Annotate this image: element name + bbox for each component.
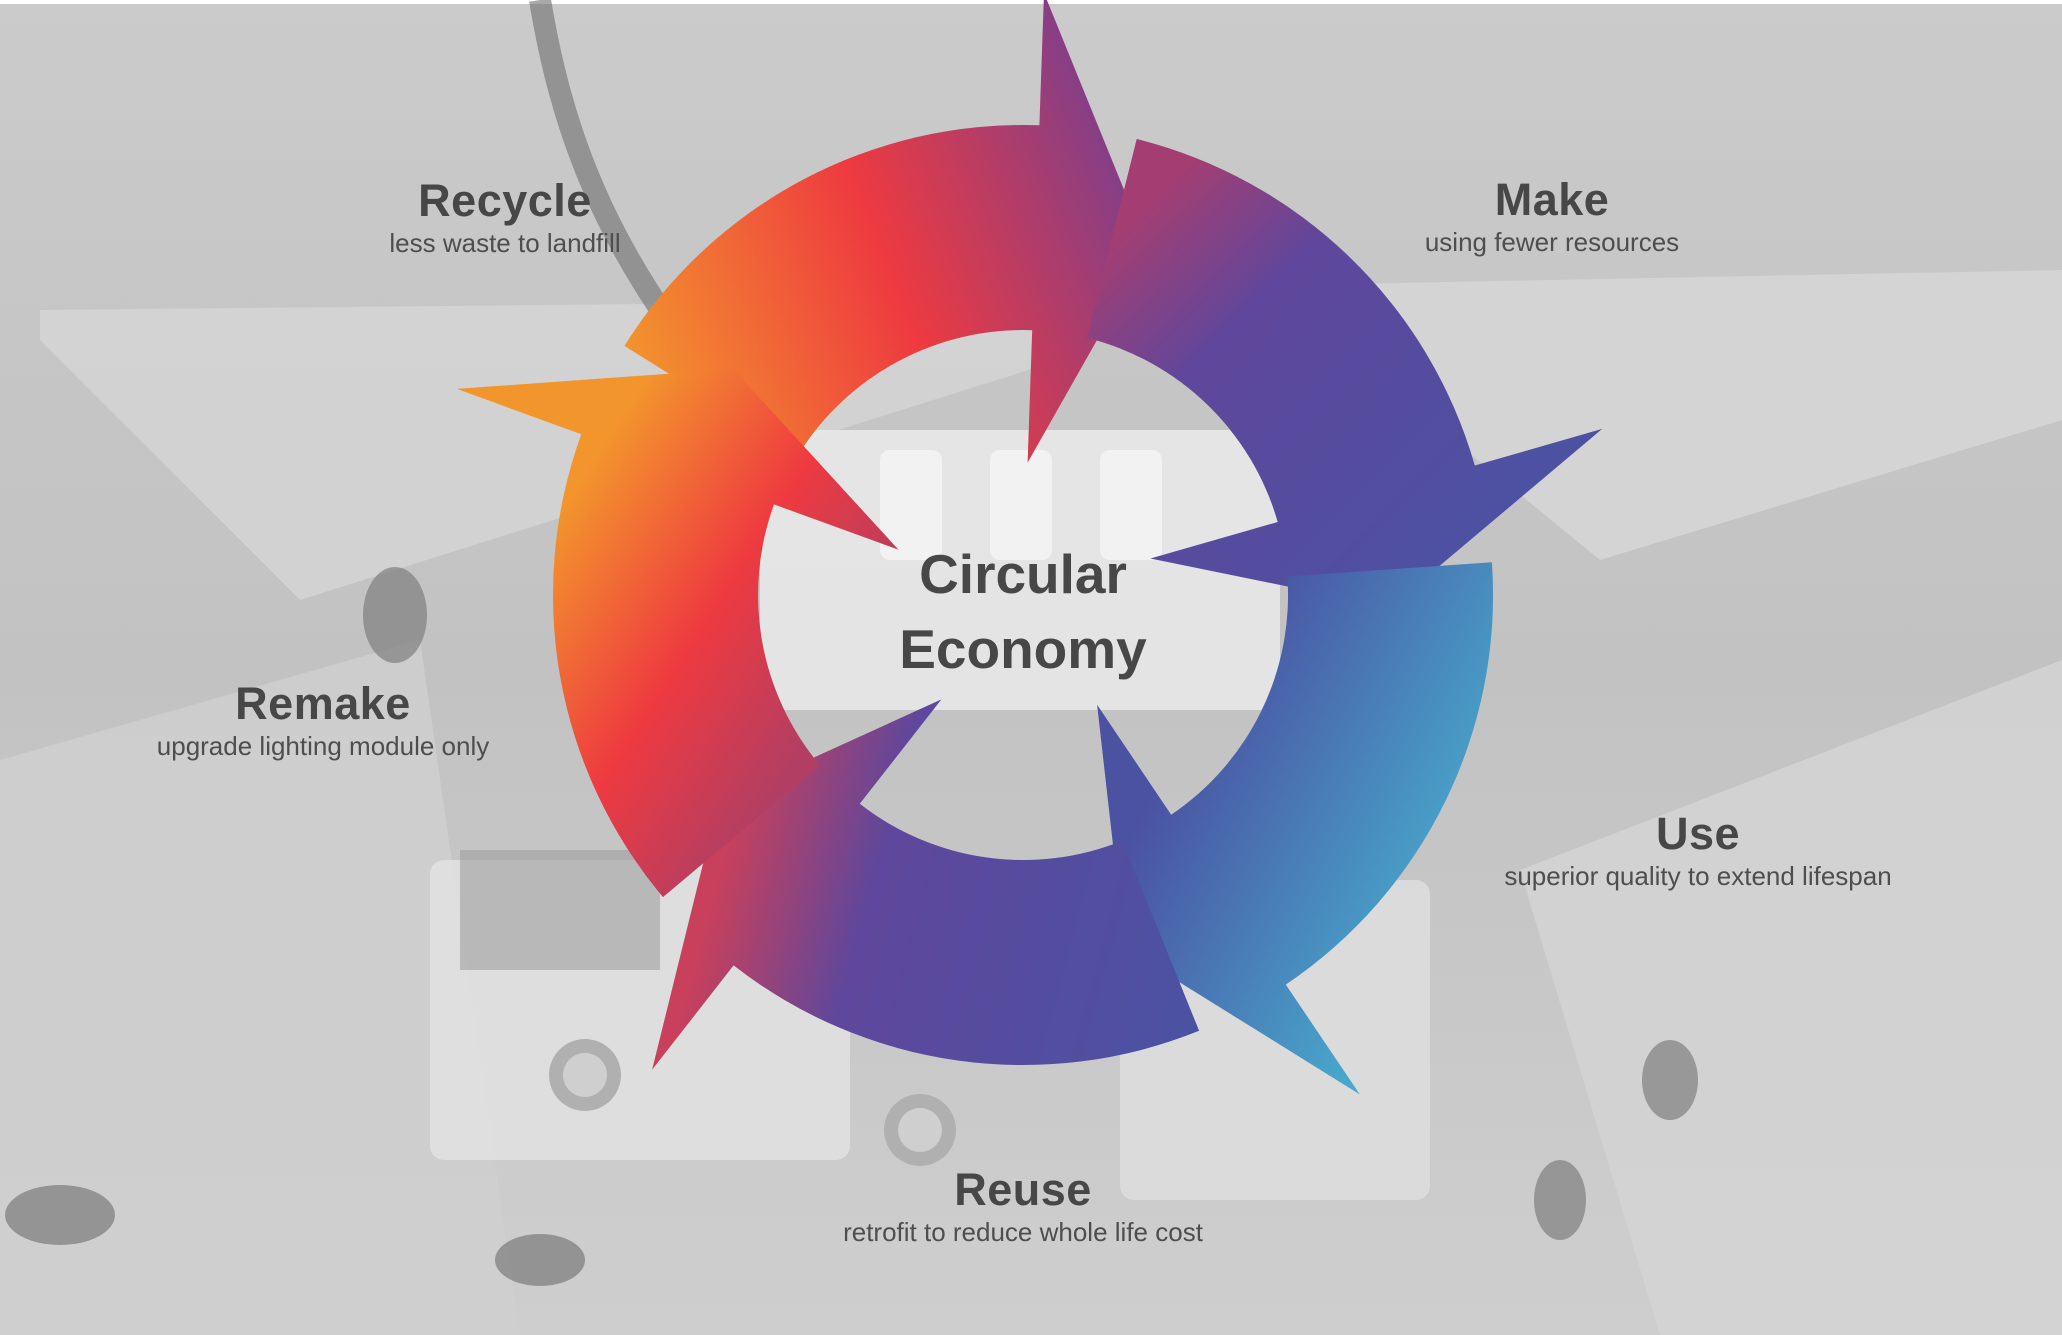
arrow-remake: [456, 369, 899, 898]
stage-desc-make: using fewer resources: [1424, 227, 1680, 257]
stage-title-make: Make: [1494, 174, 1610, 225]
stage-title-use: Use: [1655, 808, 1741, 859]
stage-desc-reuse: retrofit to reduce whole life cost: [843, 1217, 1203, 1247]
stage-title-recycle: Recycle: [418, 175, 592, 226]
center-label-line1: Circular: [919, 543, 1127, 605]
stage-label-reuse: Reuse retrofit to reduce whole life cost: [843, 1164, 1203, 1248]
stage-desc-use: superior quality to extend lifespan: [1504, 861, 1892, 891]
arrow-recycle: [624, 0, 1149, 463]
arrow-make: [1087, 139, 1603, 608]
stage-label-make: Make using fewer resources: [1425, 174, 1679, 258]
arrow-reuse: [652, 699, 1200, 1070]
stage-desc-remake: upgrade lighting module only: [156, 731, 490, 761]
center-label: Circular Economy: [899, 537, 1147, 687]
arrow-use: [1097, 562, 1494, 1095]
stage-title-reuse: Reuse: [954, 1164, 1092, 1215]
center-label-line2: Economy: [899, 618, 1147, 680]
stage-desc-recycle: less waste to landfill: [389, 228, 621, 258]
stage-label-recycle: Recycle less waste to landfill: [389, 175, 620, 259]
stage-label-use: Use superior quality to extend lifespan: [1504, 808, 1891, 892]
stage-title-remake: Remake: [235, 678, 411, 729]
stage-label-remake: Remake upgrade lighting module only: [157, 678, 489, 762]
